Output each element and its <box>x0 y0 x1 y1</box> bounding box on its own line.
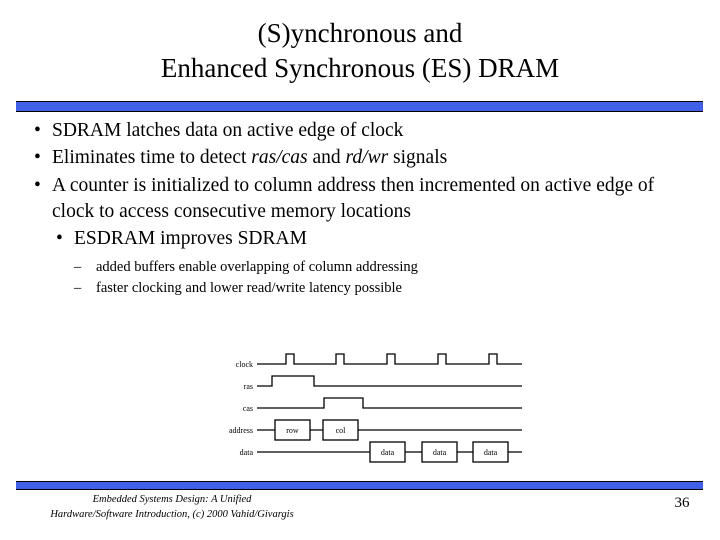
signal-label-clock: clock <box>236 360 253 369</box>
sub-bullet-list: – added buffers enable overlapping of co… <box>74 257 698 301</box>
timing-diagram: clock ras cas address data row col data … <box>212 342 532 467</box>
bullet-text-2: Eliminates time to detect ras/cas and rd… <box>52 145 698 171</box>
body-content: • SDRAM latches data on active edge of c… <box>22 118 698 301</box>
title-line-1: (S)ynchronous and <box>257 18 463 48</box>
data-box-label-1: data <box>381 448 395 457</box>
address-box-row <box>274 419 311 441</box>
signal-label-ras: ras <box>244 382 253 391</box>
bullet-text-4: ESDRAM improves SDRAM <box>74 228 307 250</box>
data-box-3 <box>472 441 509 463</box>
footer-divider-bar <box>16 481 703 490</box>
sub-bullet-text-2: faster clocking and lower read/write lat… <box>96 280 402 297</box>
bullet-marker: • <box>34 174 41 196</box>
page-number: 36 <box>674 495 690 511</box>
address-box-col <box>322 419 359 441</box>
data-box-1 <box>369 441 406 463</box>
sub-bullet-text-1: added buffers enable overlapping of colu… <box>96 258 418 275</box>
sub-bullet-marker: – <box>74 280 82 297</box>
bullet-text-run: and <box>307 147 346 169</box>
bullet-text-run-italic: rd/wr <box>345 147 389 169</box>
title-divider-bar <box>16 101 703 112</box>
bullet-text-run: signals <box>388 147 448 169</box>
bullet-text-run-italic: ras/cas <box>251 147 308 169</box>
bullet-text-run: Eliminates time to detect <box>52 147 252 169</box>
data-box-2 <box>421 441 458 463</box>
clock-waveform <box>257 353 522 365</box>
signal-label-cas: cas <box>243 404 253 413</box>
bullet-marker: • <box>34 120 41 141</box>
list-item: • ESDRAM improves SDRAM – added buffers … <box>22 226 698 300</box>
bullet-text-run: SDRAM latches data on active edge of clo… <box>52 120 404 141</box>
bullet-list: • SDRAM latches data on active edge of c… <box>22 118 698 300</box>
list-item: – faster clocking and lower read/write l… <box>74 278 698 300</box>
bullet-marker: • <box>56 228 63 250</box>
signal-label-data: data <box>240 448 254 457</box>
sub-bullet-marker: – <box>74 258 82 275</box>
footer-credit-line-2: Hardware/Software Introduction, (c) 2000… <box>50 509 294 521</box>
list-item: • A counter is initialized to column add… <box>22 173 698 226</box>
page-title: (S)ynchronous and Enhanced Synchronous (… <box>40 16 680 85</box>
footer-credit: Embedded Systems Design: A Unified Hardw… <box>22 492 322 522</box>
cas-waveform <box>257 397 522 409</box>
footer-credit-line-1: Embedded Systems Design: A Unified <box>92 494 252 505</box>
bullet-marker: • <box>34 147 41 169</box>
bullet-text-3: A counter is initialized to column addre… <box>52 174 655 222</box>
address-box-label-col: col <box>336 426 347 435</box>
list-item: • SDRAM latches data on active edge of c… <box>22 118 698 144</box>
data-box-label-3: data <box>484 448 498 457</box>
list-item: – added buffers enable overlapping of co… <box>74 257 698 279</box>
ras-waveform <box>257 375 522 387</box>
data-box-label-2: data <box>433 448 447 457</box>
bullet-text-1: SDRAM latches data on active edge of clo… <box>52 118 698 144</box>
signal-label-address: address <box>229 426 253 435</box>
list-item: • Eliminates time to detect ras/cas and … <box>22 145 698 171</box>
title-line-2: Enhanced Synchronous (ES) DRAM <box>160 52 560 83</box>
address-box-label-row: row <box>286 426 299 435</box>
